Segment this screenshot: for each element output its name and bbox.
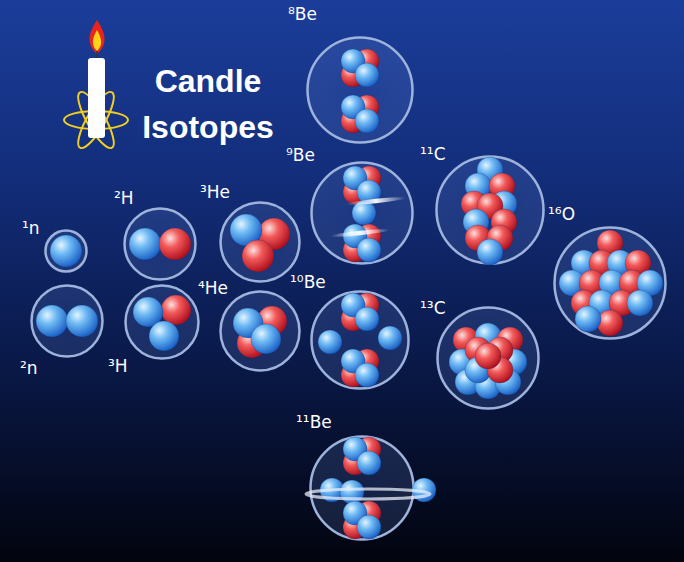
nucleus-drawing bbox=[44, 229, 88, 273]
nucleus-drawing bbox=[309, 435, 415, 541]
nucleus-outline bbox=[46, 231, 87, 272]
candle-flame bbox=[89, 20, 104, 54]
neutron-sphere bbox=[251, 324, 281, 354]
nucleus-drawing bbox=[124, 284, 200, 360]
nucleus-node: ²n bbox=[30, 284, 104, 358]
nucleus-drawing bbox=[436, 306, 540, 410]
flame-core bbox=[93, 30, 101, 51]
nucleus-node: ²H bbox=[123, 207, 197, 281]
isotope-label: ¹⁰Be bbox=[290, 272, 326, 292]
nucleus-drawing bbox=[123, 207, 197, 281]
isotope-label: ²n bbox=[20, 358, 38, 378]
proton-sphere bbox=[242, 240, 274, 272]
neutron-sphere bbox=[36, 305, 68, 337]
nucleus-drawing bbox=[310, 161, 414, 265]
proton-sphere bbox=[597, 310, 623, 336]
nucleus-outline bbox=[308, 38, 413, 143]
isotope-label: ³H bbox=[108, 356, 128, 376]
neutron-sphere bbox=[355, 307, 379, 331]
neutron-sphere bbox=[357, 451, 381, 475]
nucleus-outline bbox=[438, 308, 539, 409]
nucleus-drawing bbox=[306, 36, 414, 144]
nucleus-drawing bbox=[219, 201, 301, 283]
neutron-sphere bbox=[357, 515, 381, 539]
nucleus-outline bbox=[221, 203, 300, 282]
neutron-sphere bbox=[355, 363, 379, 387]
nucleus-node: ⁸Be bbox=[306, 36, 414, 144]
isotope-label: ¹⁶O bbox=[548, 204, 575, 224]
nucleus-drawing bbox=[219, 290, 301, 372]
nucleus-drawing bbox=[553, 226, 667, 340]
isotope-label: ¹¹Be bbox=[296, 412, 332, 432]
halo-streak bbox=[346, 196, 406, 207]
candle-wick bbox=[96, 51, 98, 58]
neutron-sphere bbox=[318, 330, 342, 354]
nucleus-outline bbox=[125, 209, 196, 280]
isotope-label: ³He bbox=[200, 182, 230, 202]
proton-sphere bbox=[475, 343, 501, 369]
isotope-label: ¹³C bbox=[420, 298, 446, 318]
nucleus-node: ¹¹Be bbox=[309, 435, 415, 541]
nucleus-drawing bbox=[435, 155, 545, 265]
neutron-sphere bbox=[66, 305, 98, 337]
neutron-sphere bbox=[149, 321, 179, 351]
nucleus-drawing bbox=[30, 284, 104, 358]
nucleus-node: ¹³C bbox=[436, 306, 540, 410]
neutron-sphere bbox=[129, 228, 161, 260]
nucleus-node: ¹⁰Be bbox=[310, 290, 410, 390]
neutron-sphere bbox=[627, 290, 653, 316]
proton-sphere bbox=[161, 295, 191, 325]
nucleus-outline bbox=[312, 163, 413, 264]
isotope-label: ⁹Be bbox=[286, 145, 315, 165]
nucleus-node: ³H bbox=[124, 284, 200, 360]
nucleus-outline bbox=[555, 228, 666, 339]
diagram-title: Candle Isotopes bbox=[128, 58, 288, 150]
proton-sphere bbox=[159, 228, 191, 260]
isotope-label: ¹¹C bbox=[420, 144, 446, 164]
nucleus-outline bbox=[32, 286, 103, 357]
nucleus-node: ¹¹C bbox=[435, 155, 545, 265]
nucleus-drawing bbox=[310, 290, 410, 390]
neutron-sphere bbox=[355, 109, 379, 133]
neutron-sphere bbox=[575, 306, 601, 332]
nucleus-outline bbox=[126, 286, 199, 359]
nucleus-node: ¹n bbox=[44, 229, 88, 273]
neutron-sphere bbox=[355, 63, 379, 87]
nucleus-node: ⁹Be bbox=[310, 161, 414, 265]
nucleus-outline bbox=[312, 292, 409, 389]
nucleus-node: ³He bbox=[219, 201, 301, 283]
nucleus-outline bbox=[221, 292, 300, 371]
isotope-label: ⁸Be bbox=[288, 4, 317, 24]
neutron-sphere bbox=[378, 326, 402, 350]
isotope-label: ²H bbox=[114, 188, 134, 208]
nucleus-node: ¹⁶O bbox=[553, 226, 667, 340]
candle-body bbox=[88, 58, 105, 138]
neutron-sphere bbox=[357, 238, 381, 262]
isotope-label: ¹n bbox=[22, 218, 40, 238]
neutron-sphere bbox=[50, 235, 82, 267]
halo-ring bbox=[306, 489, 430, 499]
isotope-label: ⁴He bbox=[198, 278, 228, 298]
neutron-sphere bbox=[477, 239, 503, 265]
halo-streak bbox=[330, 228, 390, 239]
nucleus-node: ⁴He bbox=[219, 290, 301, 372]
